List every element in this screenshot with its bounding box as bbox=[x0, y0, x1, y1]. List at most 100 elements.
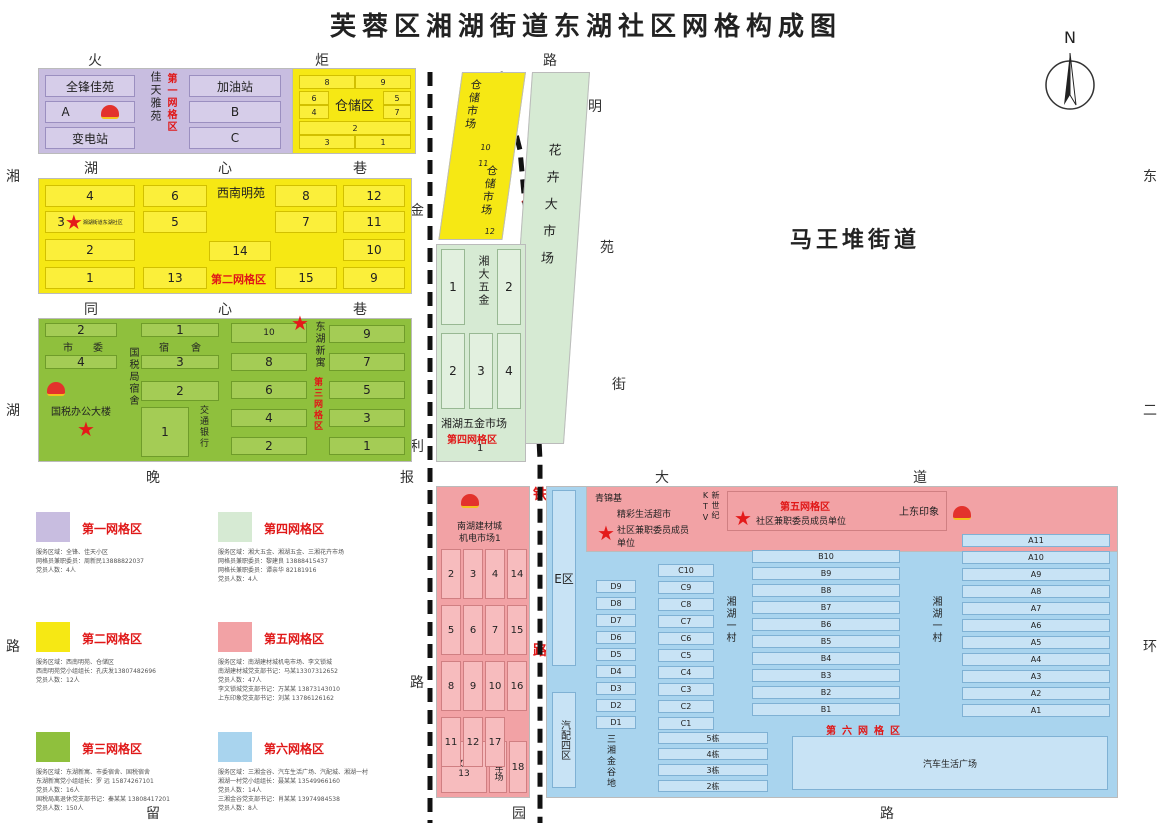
grid5-jiancai: 南湖建材城 bbox=[457, 522, 503, 532]
road-liu: 留 bbox=[146, 806, 160, 822]
grid6-d-unit: D3 bbox=[596, 682, 636, 695]
map-title: 芙蓉区湘湖街道东湖社区网格构成图 bbox=[329, 12, 842, 42]
star-icon: ★ bbox=[77, 417, 95, 441]
road-er: 二 bbox=[1143, 403, 1157, 419]
grid1-biandian: 变电站 bbox=[45, 127, 135, 149]
grid5-badge bbox=[461, 493, 479, 512]
grid2-cell-13: 13 bbox=[143, 267, 207, 289]
warehouse-1: 1 bbox=[355, 135, 411, 149]
legend-desc-line: 湘湖一村党小组组长：聂某某 13549966160 bbox=[218, 778, 340, 785]
legend-swatch bbox=[218, 622, 252, 652]
road-mingyuan-3: 街 bbox=[612, 377, 626, 393]
road-huan: 环 bbox=[1143, 639, 1157, 655]
grid3-right-2: 2 bbox=[231, 437, 307, 455]
legend-label: 第二网格区 bbox=[82, 632, 143, 646]
grid5-18: 18 bbox=[509, 741, 527, 793]
grid3-label: 第三网格区 bbox=[312, 377, 322, 432]
grid2-cell-8: 8 bbox=[275, 185, 337, 207]
grid3-dorm: 国税局宿舍 bbox=[127, 347, 138, 407]
compass-north-label: N bbox=[1064, 28, 1076, 47]
grid6-b-unit: B6 bbox=[752, 618, 900, 631]
legend-desc-line: 党员人数：47人 bbox=[218, 677, 262, 684]
road-xianghu-1: 湘 bbox=[6, 169, 20, 185]
legend-swatch bbox=[218, 512, 252, 542]
grid5-cell: 12 bbox=[463, 717, 483, 767]
road-bao: 报 bbox=[400, 470, 414, 486]
warehouse-market-top: 仓储市场 bbox=[462, 79, 484, 131]
legend-label: 第三网格区 bbox=[82, 742, 143, 756]
road-tongxin-2: 心 bbox=[218, 302, 232, 318]
grid6-c-unit: C8 bbox=[658, 598, 714, 611]
grid3-right-1: 1 bbox=[329, 437, 405, 455]
grid6-c-unit: C1 bbox=[658, 717, 714, 730]
grid1-jiayou: 加油站 bbox=[189, 75, 281, 97]
grid5-cell: 9 bbox=[463, 661, 483, 711]
legend-desc-line: 服务区域：湘大五金、湘湖五金、三湘花卉市场 bbox=[218, 549, 345, 556]
grid6-d-unit: D2 bbox=[596, 699, 636, 712]
grid6-a-unit: A5 bbox=[962, 636, 1110, 649]
grid6-c-unit: C10 bbox=[658, 564, 714, 577]
legend-desc-line: 上东印象党支部书记：刘某 13786126162 bbox=[218, 695, 334, 702]
grid6-a-unit: A11 bbox=[962, 534, 1110, 547]
mawangdui-label: 马王堆街道 bbox=[790, 228, 921, 253]
grid6-d-unit: D9 bbox=[596, 580, 636, 593]
grid6-a-unit: A10 bbox=[962, 551, 1110, 564]
road-huxin-2: 心 bbox=[218, 161, 232, 177]
warehouse-3: 3 bbox=[299, 135, 355, 149]
grid1-label: 第一网格区 bbox=[165, 73, 176, 133]
grid1-a-label: A bbox=[61, 105, 70, 119]
road-xianghu-3: 路 bbox=[6, 639, 20, 655]
grid5-cell: 15 bbox=[507, 605, 527, 655]
grid3-zone: 2 市 委 4 国税办公大楼 ★ 国税局宿舍 1 宿 舍 3 2 1 交通银行 … bbox=[38, 313, 412, 462]
grid6-xhyc1: 湘湖一村 bbox=[724, 596, 735, 644]
road-da: 大 bbox=[655, 470, 669, 486]
grid3-right-9: 9 bbox=[329, 325, 405, 343]
grid6-b-unit: B9 bbox=[752, 567, 900, 580]
grid3-b10: 10 bbox=[231, 323, 307, 343]
grid2-cell-15: 15 bbox=[275, 267, 337, 289]
grid6-a-unit: A3 bbox=[962, 670, 1110, 683]
grid5-cell: 2 bbox=[441, 549, 461, 599]
grid6-b-unit: B5 bbox=[752, 635, 900, 648]
grid5-box: 第五网格区 ★ 社区兼职委员成员单位 bbox=[727, 491, 947, 531]
grid6-e-zone: E区 bbox=[552, 490, 576, 666]
grid5-cell: 5 bbox=[441, 605, 461, 655]
grid2-cell-10: 10 bbox=[343, 239, 405, 261]
grid5-member2: 社区兼职委员成员单位 bbox=[756, 517, 847, 527]
grid6-b-unit: B7 bbox=[752, 601, 900, 614]
grid3-right-6: 6 bbox=[231, 381, 307, 399]
grid6-b-unit: B4 bbox=[752, 652, 900, 665]
grid4-dawujin: 湘大五金 bbox=[477, 255, 490, 307]
grid4-cell-4: 4 bbox=[497, 333, 521, 409]
legend-swatch bbox=[218, 732, 252, 762]
legend-desc-line: 党员人数：150人 bbox=[36, 805, 84, 812]
grid6-a-unit: A7 bbox=[962, 602, 1110, 615]
legend-desc-line: 服务区域：全锋、佳天小区 bbox=[36, 549, 109, 556]
legend-desc-line: 网格长兼职委员：谭亲华 82181916 bbox=[218, 567, 317, 574]
grid1-quanfeng: 全锋佳苑 bbox=[45, 75, 135, 97]
grid5-badge2 bbox=[953, 505, 971, 524]
legend-swatch bbox=[36, 512, 70, 542]
grid6-a-unit: A6 bbox=[962, 619, 1110, 632]
warehouse-7: 7 bbox=[383, 105, 411, 119]
grid4-cell-1b: 1 bbox=[477, 443, 484, 454]
star-icon: ★ bbox=[734, 506, 752, 530]
grid1-jiatian: 佳天雅苑 bbox=[149, 71, 162, 123]
legend-desc-line: 党员人数：16人 bbox=[36, 787, 80, 794]
grid3-mid-2: 2 bbox=[141, 381, 219, 401]
legend-desc-line: 西南明苑党小组组长：孔庆发13807482696 bbox=[36, 668, 156, 675]
grid6-a-unit: A2 bbox=[962, 687, 1110, 700]
legend-desc-line: 党员人数：4人 bbox=[218, 576, 258, 583]
warehouse-zone: 8 9 仓储区 6 4 5 7 2 3 1 bbox=[292, 68, 416, 154]
grid3-shi: 市 bbox=[63, 343, 73, 354]
grid2-cell-5: 5 bbox=[143, 211, 207, 233]
road-huoju-2: 炬 bbox=[315, 53, 329, 69]
road-huxin-1: 湖 bbox=[84, 161, 98, 177]
grid3-mid-1b: 1 bbox=[141, 407, 189, 457]
party-badge-icon bbox=[100, 105, 119, 119]
road-dao: 道 bbox=[913, 470, 927, 486]
grid6-b-unit: B10 bbox=[752, 550, 900, 563]
grid6-b-unit: B3 bbox=[752, 669, 900, 682]
